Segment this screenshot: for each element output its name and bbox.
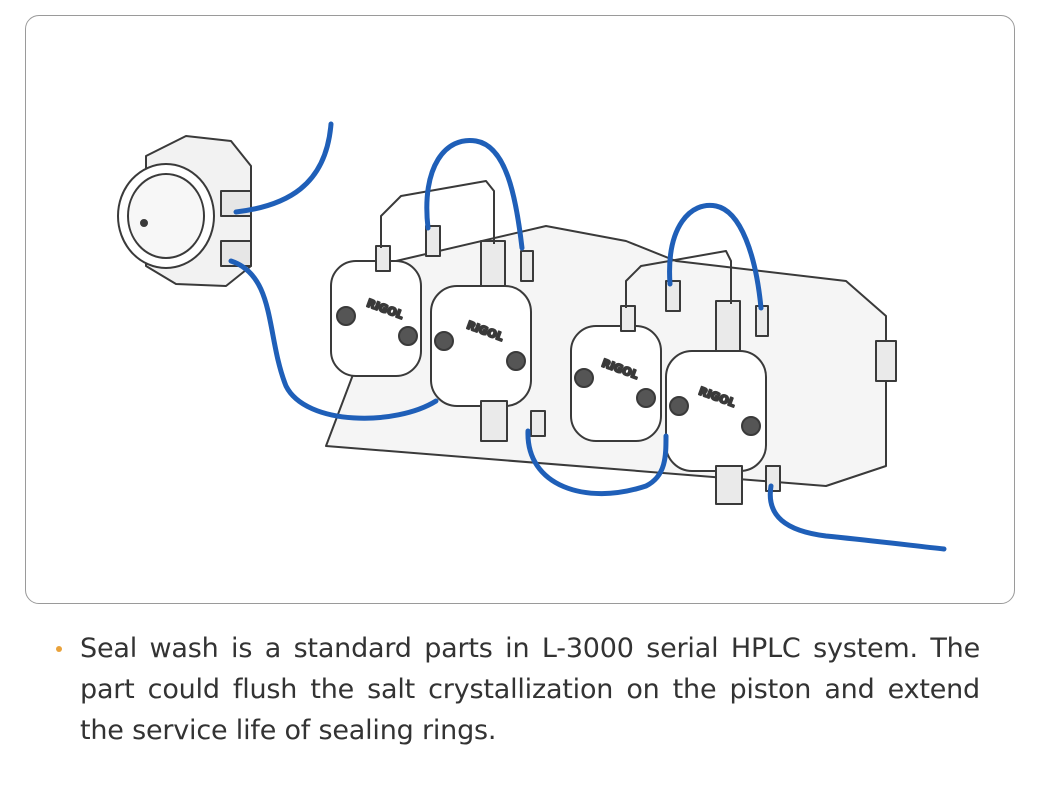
seal-wash-pump-illustration: RIGOL RIGOL RIGOL RIGOL <box>117 121 947 552</box>
bullet-icon <box>56 646 62 652</box>
description-text: Seal wash is a standard parts in L-3000 … <box>80 633 980 746</box>
seal-wash-motor <box>117 135 252 287</box>
seal-wash-tubing <box>228 121 947 552</box>
description-bullet: Seal wash is a standard parts in L-3000 … <box>50 628 990 751</box>
figure-frame: RIGOL RIGOL RIGOL RIGOL <box>25 15 1015 604</box>
pump-head-assembly: RIGOL RIGOL RIGOL RIGOL <box>325 180 897 505</box>
